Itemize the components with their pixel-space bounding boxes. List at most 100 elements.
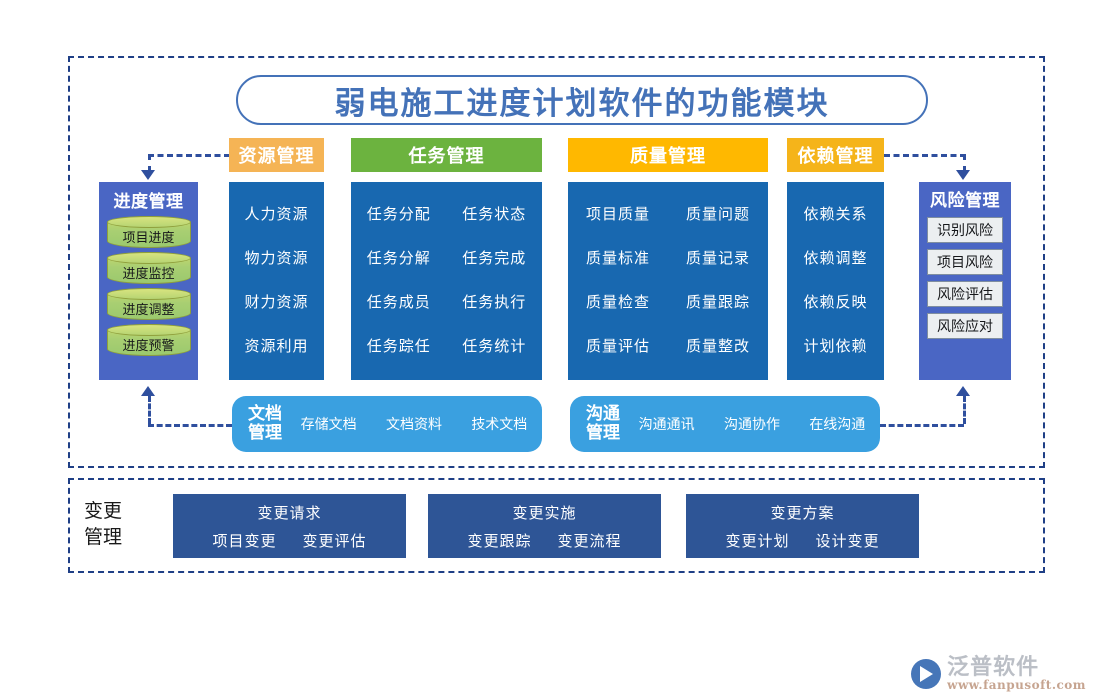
column-header-dependency[interactable]: 依赖管理 [787, 138, 884, 172]
document-management-title-line1: 文档 [248, 404, 282, 424]
change-plan-items: 变更计划 设计变更 [725, 530, 879, 551]
risk-item-chip[interactable]: 项目风险 [927, 249, 1003, 275]
task-item[interactable]: 任务执行 [462, 293, 527, 311]
column-header-task-label: 任务管理 [408, 146, 485, 167]
main-diagram-frame [68, 56, 1045, 468]
change-request-item[interactable]: 项目变更 [212, 531, 277, 550]
column-header-resource[interactable]: 资源管理 [229, 138, 324, 172]
quality-item[interactable]: 质量检查 [585, 293, 650, 311]
column-header-resource-label: 资源管理 [238, 146, 315, 167]
risk-management-panel[interactable]: 风险管理 识别风险 项目风险 风险评估 风险应对 [919, 182, 1011, 380]
connector-communication-to-risk-vertical [963, 396, 966, 424]
document-item[interactable]: 存储文档 [300, 417, 357, 433]
change-implementation-box[interactable]: 变更实施 变更跟踪 变更流程 [428, 494, 661, 558]
arrow-up-icon-risk [956, 386, 970, 396]
diagram-title-box: 弱电施工进度计划软件的功能模块 [236, 75, 928, 125]
column-header-dependency-label: 依赖管理 [797, 146, 874, 167]
communication-management-box[interactable]: 沟通 管理 沟通通讯 沟通协作 在线沟通 [570, 396, 880, 452]
arrow-up-icon-schedule [141, 386, 155, 396]
change-request-box[interactable]: 变更请求 项目变更 变更评估 [173, 494, 406, 558]
communication-item[interactable]: 沟通通讯 [638, 417, 695, 433]
fanpu-logo-icon [911, 659, 942, 689]
quality-item[interactable]: 项目质量 [585, 205, 650, 223]
task-item[interactable]: 任务完成 [462, 249, 527, 267]
change-plan-item[interactable]: 变更计划 [725, 531, 790, 550]
dependency-management-panel[interactable]: 依赖关系 依赖调整 依赖反映 计划依赖 [787, 182, 884, 380]
change-request-item[interactable]: 变更评估 [302, 531, 367, 550]
resource-item[interactable]: 财力资源 [244, 293, 309, 311]
change-implementation-item[interactable]: 变更流程 [557, 531, 622, 550]
connector-document-to-schedule-horizontal [148, 424, 232, 427]
communication-item-list: 沟通通讯 沟通协作 在线沟通 [624, 414, 880, 434]
task-management-panel[interactable]: 任务分配 任务状态 任务分解 任务完成 任务成员 任务执行 任务踪任 任务统计 [351, 182, 542, 380]
task-item[interactable]: 任务状态 [462, 205, 527, 223]
risk-item-chip[interactable]: 识别风险 [927, 217, 1003, 243]
dependency-item[interactable]: 依赖反映 [803, 293, 868, 311]
diagram-title-text: 弱电施工进度计划软件的功能模块 [334, 85, 830, 122]
change-request-items: 项目变更 变更评估 [212, 530, 366, 551]
change-implementation-title: 变更实施 [512, 503, 577, 522]
column-header-quality[interactable]: 质量管理 [568, 138, 768, 172]
risk-management-title: 风险管理 [930, 191, 1000, 211]
schedule-item-label: 进度调整 [122, 303, 175, 318]
schedule-item-label: 进度预警 [122, 339, 175, 354]
change-implementation-items: 变更跟踪 变更流程 [467, 530, 621, 551]
column-header-task[interactable]: 任务管理 [351, 138, 542, 172]
risk-item-chip[interactable]: 风险应对 [927, 313, 1003, 339]
change-plan-box[interactable]: 变更方案 变更计划 设计变更 [686, 494, 919, 558]
document-item[interactable]: 技术文档 [471, 417, 528, 433]
schedule-item-cylinder[interactable]: 项目进度 [106, 216, 191, 248]
watermark: 泛普软件 www.fanpusoft.com [911, 656, 1086, 692]
communication-item[interactable]: 在线沟通 [809, 417, 866, 433]
connector-dependency-to-risk-vertical [963, 154, 966, 172]
document-management-title: 文档 管理 [244, 405, 286, 443]
task-item[interactable]: 任务踪任 [366, 337, 431, 355]
dependency-item[interactable]: 计划依赖 [803, 337, 868, 355]
task-item[interactable]: 任务分解 [366, 249, 431, 267]
document-management-box[interactable]: 文档 管理 存储文档 文档资料 技术文档 [232, 396, 542, 452]
change-implementation-item[interactable]: 变更跟踪 [467, 531, 532, 550]
connector-dependency-to-risk-horizontal [884, 154, 966, 157]
resource-item[interactable]: 资源利用 [244, 337, 309, 355]
resource-management-panel[interactable]: 人力资源 物力资源 财力资源 资源利用 [229, 182, 324, 380]
change-management-label-line1: 变更 [84, 500, 123, 522]
communication-management-title-line2: 管理 [586, 423, 620, 443]
change-request-title: 变更请求 [257, 503, 322, 522]
task-item[interactable]: 任务统计 [462, 337, 527, 355]
quality-item[interactable]: 质量整改 [685, 337, 750, 355]
dependency-item[interactable]: 依赖关系 [803, 205, 868, 223]
risk-item-chip[interactable]: 风险评估 [927, 281, 1003, 307]
change-plan-item[interactable]: 设计变更 [815, 531, 880, 550]
quality-item[interactable]: 质量问题 [685, 205, 750, 223]
document-management-title-line2: 管理 [248, 423, 282, 443]
quality-item[interactable]: 质量记录 [685, 249, 750, 267]
dependency-item[interactable]: 依赖调整 [803, 249, 868, 267]
document-item[interactable]: 文档资料 [385, 417, 442, 433]
arrow-down-icon-schedule [141, 170, 155, 180]
connector-resource-to-schedule-horizontal [148, 154, 230, 157]
schedule-management-panel[interactable]: 进度管理 项目进度 进度监控 进度调整 进度预警 [99, 182, 198, 380]
task-item[interactable]: 任务分配 [366, 205, 431, 223]
schedule-item-cylinder[interactable]: 进度调整 [106, 288, 191, 320]
resource-item[interactable]: 人力资源 [244, 205, 309, 223]
quality-management-panel[interactable]: 项目质量 质量问题 质量标准 质量记录 质量检查 质量跟踪 质量评估 质量整改 [568, 182, 768, 380]
connector-communication-to-risk-horizontal [880, 424, 964, 427]
watermark-url: www.fanpusoft.com [947, 678, 1086, 692]
change-management-label: 变更 管理 [84, 498, 142, 550]
quality-item[interactable]: 质量跟踪 [685, 293, 750, 311]
schedule-item-cylinder[interactable]: 进度预警 [106, 324, 191, 356]
schedule-item-cylinder[interactable]: 进度监控 [106, 252, 191, 284]
resource-item[interactable]: 物力资源 [244, 249, 309, 267]
change-plan-title: 变更方案 [770, 503, 835, 522]
schedule-item-label: 进度监控 [122, 267, 175, 282]
communication-item[interactable]: 沟通协作 [723, 417, 780, 433]
connector-document-to-schedule-vertical [148, 396, 151, 424]
watermark-brand-name: 泛普软件 [947, 654, 1040, 680]
quality-item[interactable]: 质量标准 [585, 249, 650, 267]
task-item[interactable]: 任务成员 [366, 293, 431, 311]
quality-item[interactable]: 质量评估 [585, 337, 650, 355]
arrow-down-icon-risk [956, 170, 970, 180]
change-management-label-line2: 管理 [84, 526, 123, 548]
column-header-quality-label: 质量管理 [630, 146, 706, 167]
schedule-management-title: 进度管理 [113, 192, 184, 212]
